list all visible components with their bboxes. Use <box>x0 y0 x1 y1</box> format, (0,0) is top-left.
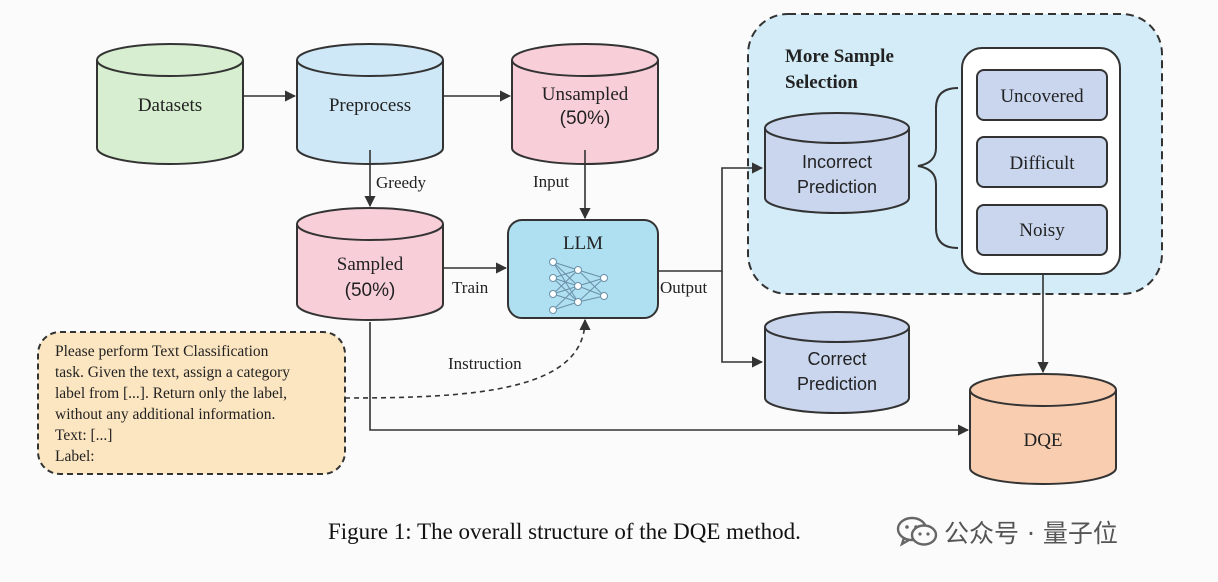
correct-prediction-cylinder <box>764 311 910 414</box>
prompt-box <box>37 331 346 475</box>
uncovered-box <box>976 69 1108 121</box>
input-label: Input <box>533 172 569 191</box>
prompt-line-6: Label: <box>55 448 95 465</box>
output-label: Output <box>660 278 708 297</box>
wechat-icon <box>896 516 938 547</box>
instruction-label: Instruction <box>448 354 522 373</box>
unsampled-percent: (50%) <box>560 108 611 129</box>
sampled-label: Sampled <box>337 254 404 275</box>
prompt-line-3: label from [...]. Return only the label, <box>55 385 287 402</box>
dqe-label: DQE <box>1023 430 1062 451</box>
prompt-line-4: without any additional information. <box>55 406 275 423</box>
datasets-cylinder <box>96 43 244 165</box>
brace-icon <box>917 87 959 249</box>
dqe-cylinder <box>969 373 1117 485</box>
preprocess-label: Preprocess <box>329 95 411 116</box>
noisy-box <box>976 204 1108 256</box>
correct-label-line2: Prediction <box>797 374 877 394</box>
edge-prompt-llm <box>344 318 591 399</box>
edge-llm-incorrect <box>658 162 764 272</box>
dqe-diagram: More Sample Selection Uncovered Difficul… <box>37 13 1163 485</box>
figure-caption: Figure 1: The overall structure of the D… <box>328 519 801 544</box>
correct-label-line1: Correct <box>807 349 866 369</box>
llm-box <box>507 219 659 319</box>
train-label: Train <box>452 278 489 297</box>
difficult-label: Difficult <box>1009 153 1075 174</box>
selection-title-line1: More Sample <box>785 46 894 67</box>
prompt-line-2: task. Given the text, assign a category <box>55 364 290 381</box>
selection-title-line2: Selection <box>785 72 858 93</box>
edge-llm-correct <box>721 271 764 368</box>
prompt-line-5: Text: [...] <box>55 427 112 444</box>
llm-label: LLM <box>563 233 603 254</box>
greedy-label: Greedy <box>376 173 427 192</box>
neural-network-icon <box>549 258 608 314</box>
difficult-box <box>976 136 1108 188</box>
watermark-text: 公众号 · 量子位 <box>944 519 1118 548</box>
uncovered-label: Uncovered <box>1000 86 1084 107</box>
prompt-line-1: Please perform Text Classification <box>55 343 269 360</box>
preprocess-cylinder <box>296 43 444 165</box>
watermark: 公众号 · 量子位 <box>896 514 1118 550</box>
unsampled-label: Unsampled <box>542 84 629 105</box>
edge-sampled-dqe <box>369 322 970 436</box>
noisy-label: Noisy <box>1019 220 1065 241</box>
datasets-label: Datasets <box>138 95 202 116</box>
incorrect-label-line1: Incorrect <box>802 152 872 172</box>
incorrect-label-line2: Prediction <box>797 177 877 197</box>
sampled-percent: (50%) <box>345 280 396 301</box>
sampled-cylinder <box>296 207 444 321</box>
incorrect-prediction-cylinder <box>764 112 910 214</box>
